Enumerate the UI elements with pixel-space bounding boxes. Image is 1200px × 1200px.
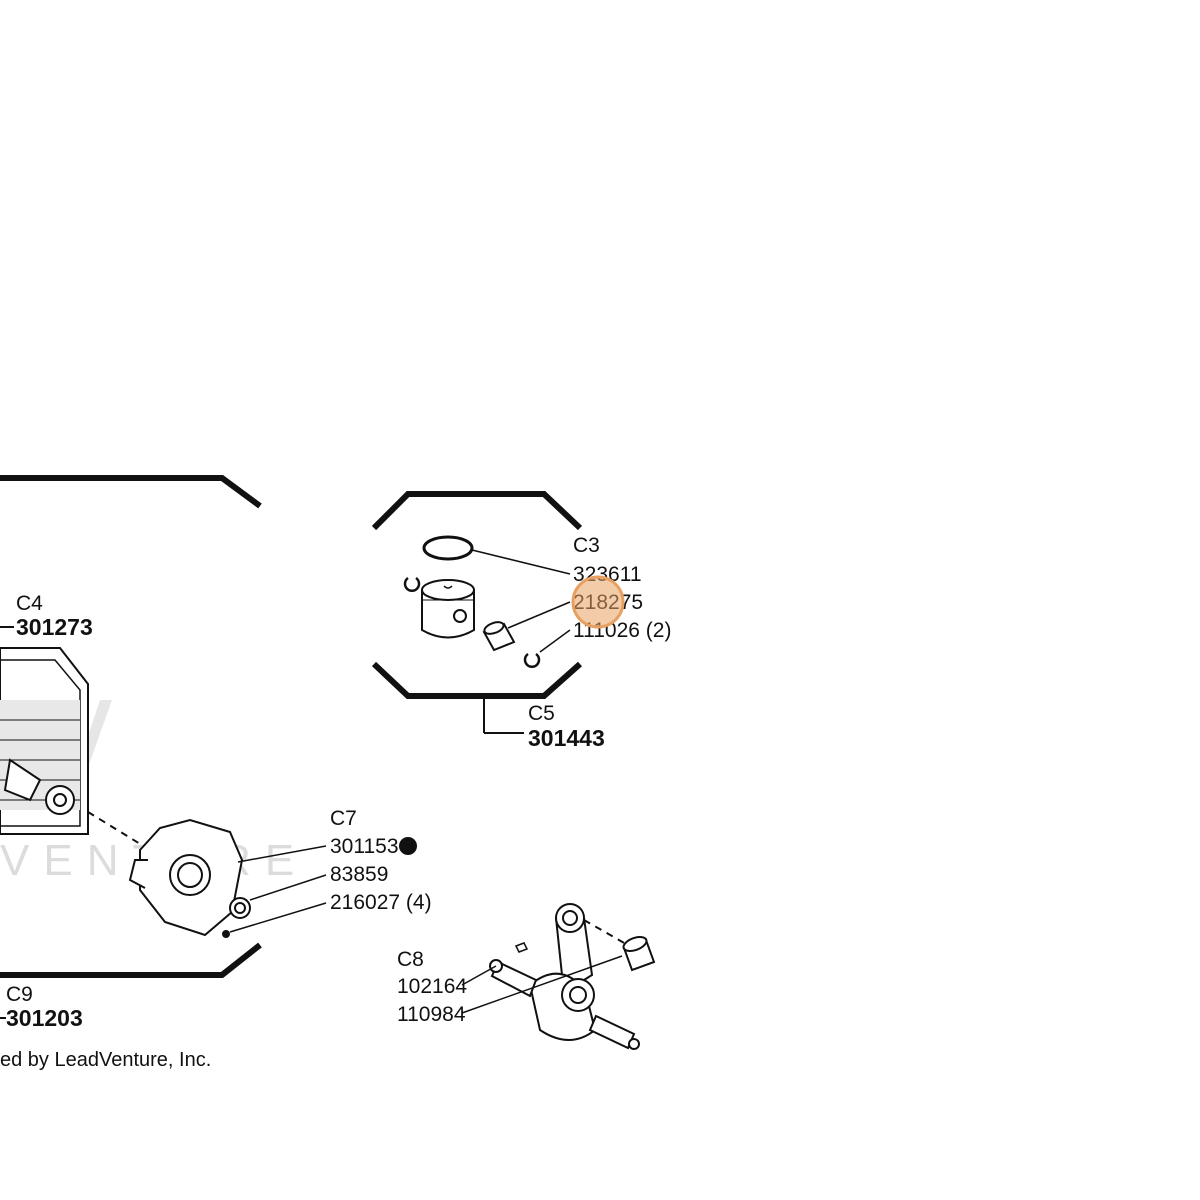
crankcase-illustration <box>128 818 251 938</box>
piston-pin-illustration <box>482 621 516 652</box>
group-c5-label: C5 <box>528 702 555 725</box>
group-c7-label: C7 <box>330 807 357 830</box>
part-301153[interactable]: 301153 <box>330 835 399 858</box>
group-c9-label: C9 <box>6 983 33 1006</box>
c3-leader-lines <box>471 549 571 653</box>
c7-leader-lines <box>229 845 327 933</box>
kit-marker-icon <box>399 837 417 855</box>
engine-block-illustration <box>0 647 89 835</box>
copyright-text: ed by LeadVenture, Inc. <box>0 1049 211 1071</box>
crankshaft-illustration <box>489 903 656 1050</box>
group-left-bracket <box>0 475 262 978</box>
c8-leader-lines <box>461 955 623 1014</box>
part-216027[interactable]: 216027 (4) <box>330 891 432 914</box>
group-c4-label: C4 <box>16 592 43 615</box>
group-c8-label: C8 <box>397 948 424 971</box>
part-301443[interactable]: 301443 <box>528 725 605 751</box>
circlip-right-illustration <box>523 652 541 668</box>
crank-dashed-line <box>583 919 627 945</box>
piston-ring-illustration <box>422 535 474 561</box>
circlip-left-illustration <box>403 576 421 592</box>
part-110984[interactable]: 110984 <box>397 1003 466 1026</box>
group-c3-label: C3 <box>573 534 600 557</box>
part-102164[interactable]: 102164 <box>397 975 467 998</box>
part-83859[interactable]: 83859 <box>330 863 388 886</box>
part-301203[interactable]: 301203 <box>6 1005 83 1031</box>
group-c5-bracket <box>371 491 583 699</box>
highlight-marker[interactable] <box>571 575 625 629</box>
part-301273[interactable]: 301273 <box>16 614 93 640</box>
piston-illustration <box>421 579 475 639</box>
